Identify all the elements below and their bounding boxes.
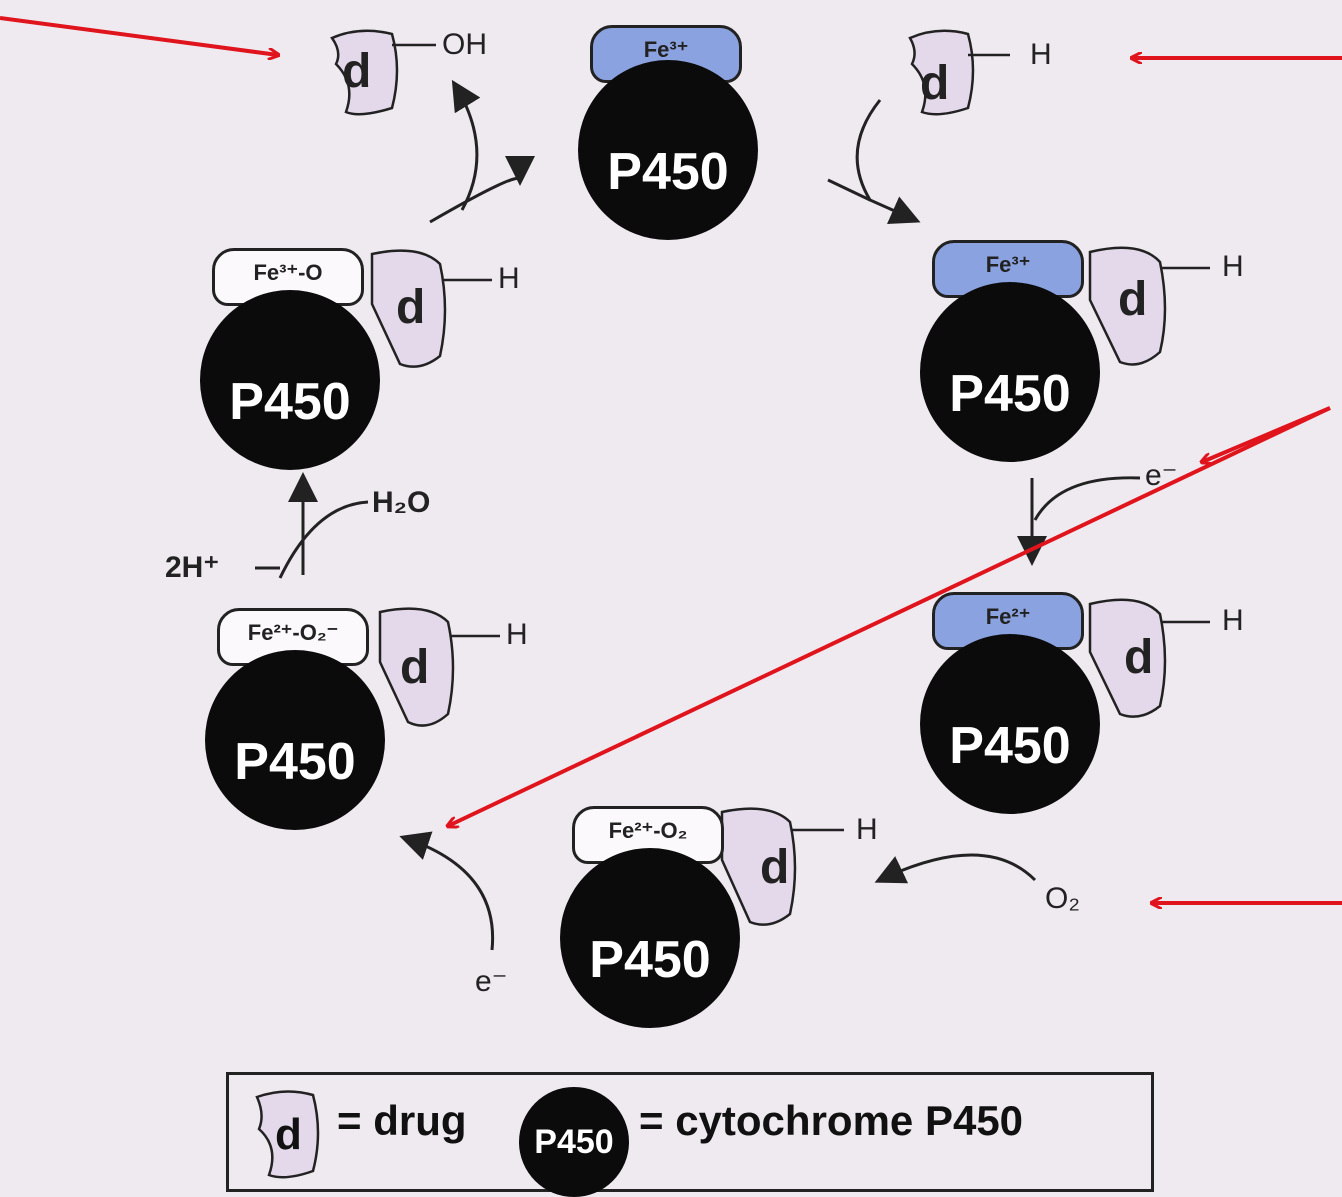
drug-letter-free-product: d	[342, 45, 372, 98]
drug-letter-bottom: d	[760, 841, 790, 894]
bound-drug-left-upper	[370, 249, 447, 368]
h-label-right-lower: H	[1222, 604, 1244, 637]
bound-drug-right-lower	[1088, 598, 1167, 718]
free-drug-substrate-shape	[908, 29, 975, 116]
legend-drug-letter: d	[275, 1110, 302, 1159]
drug-letter-right-upper: d	[1118, 273, 1148, 326]
drug-letter-left-upper: d	[396, 281, 426, 334]
free-drug-product-shape	[330, 29, 399, 116]
enzyme-state-right-lower: Fe²⁺ P450	[920, 592, 1110, 814]
enzyme-state-left-upper: Fe³⁺-O P450	[200, 248, 390, 470]
h-label-left-upper: H	[498, 262, 520, 295]
heme-label: Fe²⁺-O₂⁻	[217, 608, 369, 666]
heme-label: Fe²⁺-O₂	[572, 806, 724, 864]
enzyme-state-bottom: Fe²⁺-O₂ P450	[560, 806, 750, 1028]
p450-label: P450	[589, 931, 711, 989]
red-arrow-electron-2	[448, 406, 1331, 826]
water-label: H₂O	[372, 486, 431, 519]
oxygen-label: O₂	[1045, 882, 1080, 915]
red-arrow-product	[0, 16, 278, 55]
enzyme-state-left-lower: Fe²⁺-O₂⁻ P450	[205, 608, 395, 830]
arrow-substrate-stub	[827, 178, 871, 202]
bound-drug-left-lower	[378, 607, 455, 727]
legend-drug-icon: d	[255, 1090, 320, 1179]
drug-letter-free-substrate: d	[920, 57, 950, 110]
p450-ball	[920, 634, 1100, 814]
arrow-product-curve	[451, 79, 481, 211]
h-label-right-upper: H	[1222, 250, 1244, 283]
arrow-oxygen	[874, 853, 1037, 884]
enzyme-state-right-upper: Fe³⁺ P450	[920, 240, 1110, 462]
p450-ball	[205, 650, 385, 830]
product-oh-label: OH	[442, 28, 487, 61]
legend-box: d = drug P450 = cytochrome P450	[226, 1072, 1154, 1197]
arrow-product-release	[429, 155, 535, 224]
legend-drug-text: = drug	[337, 1097, 467, 1144]
substrate-h-label: H	[1030, 38, 1052, 71]
p450-ball	[560, 848, 740, 1028]
p450-ball	[578, 60, 758, 240]
p450-label: P450	[949, 717, 1071, 775]
legend-enzyme-text: = cytochrome P450	[639, 1097, 1024, 1144]
p450-label: P450	[949, 365, 1071, 423]
drug-letter-left-lower: d	[400, 641, 430, 694]
p450-ball	[200, 290, 380, 470]
arrow-substrate-bind	[855, 99, 921, 224]
protons-label: 2H⁺	[165, 551, 220, 584]
p450-label: P450	[607, 143, 729, 201]
p450-ball	[920, 282, 1100, 462]
arrow-water	[278, 500, 369, 579]
enzyme-state-top: Fe³⁺ P450	[578, 25, 758, 240]
legend-enzyme-icon: P450	[519, 1087, 629, 1197]
bound-drug-right-upper	[1088, 246, 1167, 366]
p450-label: P450	[234, 733, 356, 791]
arrow-electron-2	[399, 831, 495, 951]
h-label-left-lower: H	[506, 618, 528, 651]
electron-2-label: e⁻	[475, 965, 508, 998]
bound-drug-bottom	[720, 807, 797, 926]
arrow-electron-1	[1033, 476, 1141, 521]
h-label-bottom: H	[856, 813, 878, 846]
p450-label: P450	[229, 373, 351, 431]
drug-letter-right-lower: d	[1124, 631, 1154, 684]
electron-1-label: e⁻	[1145, 459, 1178, 492]
